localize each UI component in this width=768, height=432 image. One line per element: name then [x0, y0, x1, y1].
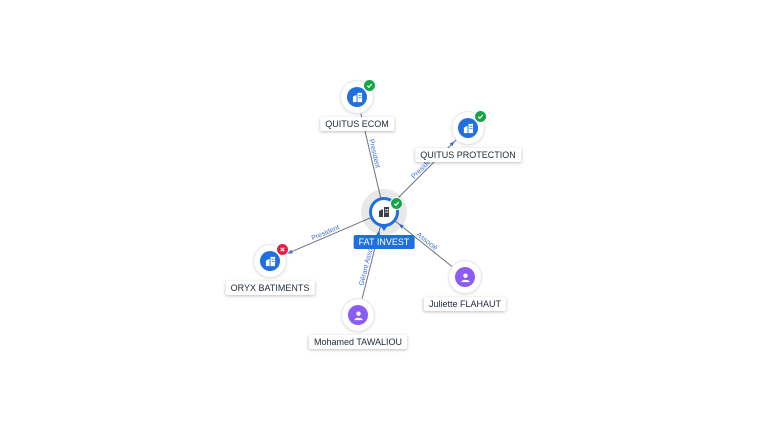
closed-status-icon [276, 243, 289, 256]
person-disc [348, 305, 368, 325]
pin-tail [379, 224, 389, 231]
building-icon [463, 123, 473, 133]
edge-label: Associé [415, 231, 439, 252]
node-circle[interactable] [452, 112, 484, 144]
active-status-icon [390, 197, 403, 210]
arrow-icon [376, 230, 381, 236]
arrow-icon [398, 223, 404, 229]
arrow-icon [449, 141, 455, 147]
node-label[interactable]: QUITUS ECOM [320, 117, 394, 131]
node-circle[interactable] [254, 245, 286, 277]
person-icon [460, 272, 470, 282]
node-label[interactable]: Mohamed TAWALIOU [308, 335, 408, 349]
center-node-label[interactable]: FAT INVEST [353, 235, 415, 249]
building-icon [379, 207, 389, 217]
node-label[interactable]: QUITUS PROTECTION [415, 148, 521, 162]
company-disc [260, 251, 280, 271]
building-icon [265, 256, 275, 266]
person-disc [455, 267, 475, 287]
company-disc [458, 118, 478, 138]
node-label[interactable]: ORYX BATIMENTS [225, 281, 315, 295]
edge-label: President [311, 224, 341, 242]
building-icon [352, 92, 362, 102]
edge-label: President [367, 139, 381, 169]
node-circle[interactable] [341, 81, 373, 113]
active-status-icon [363, 79, 376, 92]
company-disc [347, 87, 367, 107]
node-circle[interactable] [449, 261, 481, 293]
node-circle[interactable] [342, 299, 374, 331]
active-status-icon [474, 110, 487, 123]
node-label[interactable]: Juliette FLAHAUT [423, 297, 507, 311]
arrow-icon [287, 249, 293, 254]
person-icon [353, 310, 363, 320]
